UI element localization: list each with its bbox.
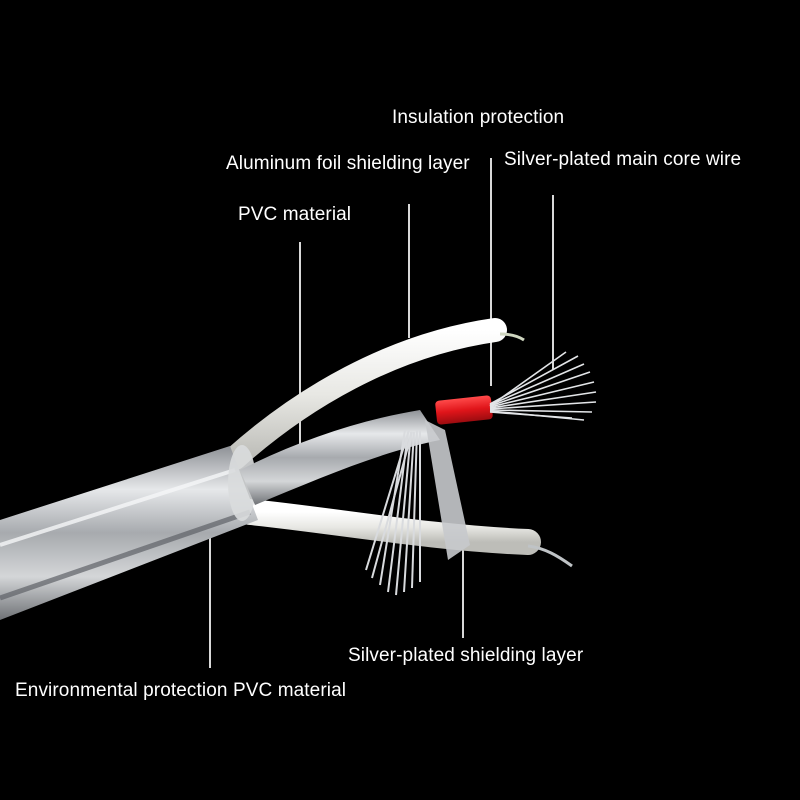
silver-core-strands <box>489 351 597 421</box>
jacket-end <box>228 445 256 521</box>
upper-wire-tip <box>499 332 525 342</box>
lower-wire-tip <box>527 544 573 568</box>
label-aluminum-foil-shielding: Aluminum foil shielding layer <box>226 153 470 174</box>
silver-braid-shield <box>365 429 421 596</box>
outer-jacket-shadow <box>0 509 251 601</box>
label-silver-plated-core: Silver-plated main core wire <box>504 149 742 170</box>
label-insulation-protection: Insulation protection <box>392 107 565 128</box>
upper-insulated-wire <box>223 318 507 470</box>
inner-foil-flap <box>425 420 470 560</box>
outer-jacket-highlight <box>0 468 236 547</box>
core-red-sleeve <box>435 395 493 425</box>
label-silver-plated-shielding: Silver-plated shielding layer <box>348 645 584 666</box>
label-environmental-pvc: Environmental protection PVC material <box>15 680 347 701</box>
label-pvc-material: PVC material <box>238 204 352 225</box>
lower-insulated-wire <box>237 499 541 555</box>
inner-foil-shield <box>240 410 440 505</box>
